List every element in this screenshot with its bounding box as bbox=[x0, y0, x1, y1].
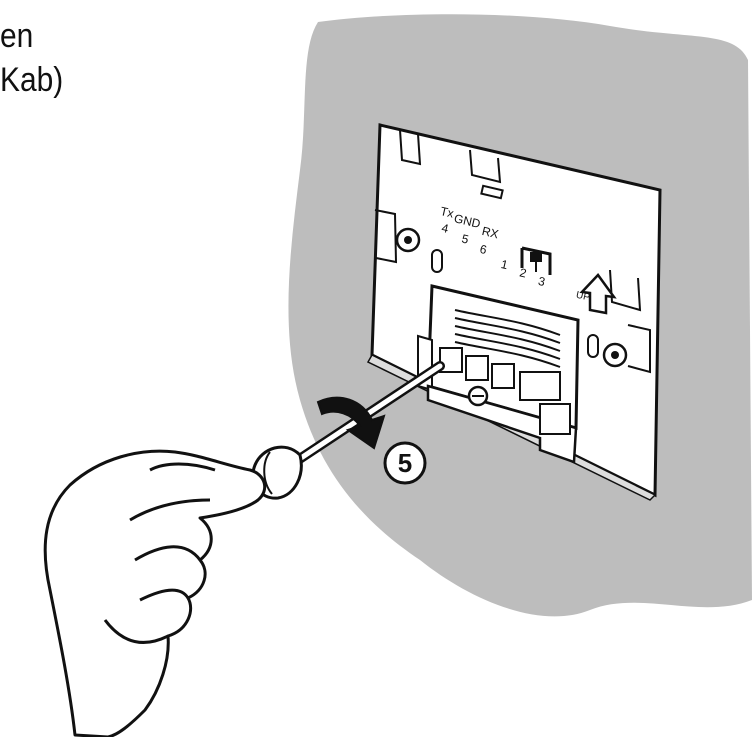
label-4: 4 bbox=[440, 221, 450, 236]
caption-line-1: en bbox=[0, 17, 34, 55]
label-6: 6 bbox=[478, 242, 488, 257]
label-tx: Tx bbox=[439, 204, 455, 221]
label-rx: RX bbox=[481, 224, 500, 241]
caption-text: en Kab) bbox=[0, 14, 63, 102]
terminal-labels: Tx GND RX 4 5 6 1 2 3 UP bbox=[439, 204, 591, 304]
label-2: 2 bbox=[518, 265, 528, 280]
label-5: 5 bbox=[460, 232, 470, 247]
up-arrow-icon bbox=[579, 273, 617, 315]
step-badge: 5 bbox=[383, 441, 427, 485]
phone-socket-icon bbox=[520, 246, 552, 275]
label-1: 1 bbox=[500, 257, 510, 272]
rotation-arrow-icon bbox=[316, 396, 386, 450]
terminal-block bbox=[417, 284, 580, 464]
caption-line-2: Kab) bbox=[0, 61, 64, 99]
hand-illustration bbox=[43, 449, 267, 737]
label-3: 3 bbox=[537, 274, 547, 289]
label-gnd: GND bbox=[453, 211, 482, 231]
step-number: 5 bbox=[398, 448, 412, 478]
